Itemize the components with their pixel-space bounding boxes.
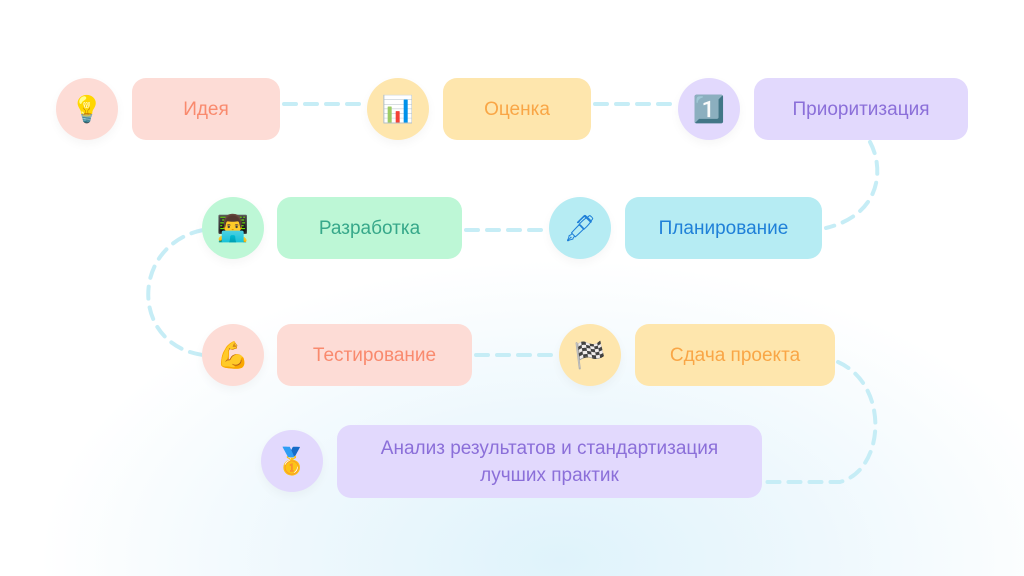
step-estimate: Оценка xyxy=(443,78,591,140)
flexed-biceps-icon: 💪 xyxy=(202,324,264,386)
connector xyxy=(146,228,205,357)
bar-chart-icon: 📊 xyxy=(367,78,429,140)
step-development: Разработка xyxy=(277,197,462,259)
step-delivery: Сдача проекта xyxy=(635,324,835,386)
step-testing: Тестирование xyxy=(277,324,472,386)
step-analysis: Анализ результатов и стандартизация лучш… xyxy=(337,425,762,498)
connector xyxy=(824,140,880,230)
checkered-flags-icon: 🏁 xyxy=(559,324,621,386)
lightbulb-icon: 💡 xyxy=(56,78,118,140)
developer-laptop-icon: 👨‍💻 xyxy=(202,197,264,259)
step-prioritization: Приоритизация xyxy=(754,78,968,140)
step-idea: Идея xyxy=(132,78,280,140)
number-one-icon: 1️⃣ xyxy=(678,78,740,140)
connector xyxy=(764,360,878,484)
step-planning: Планирование xyxy=(625,197,822,259)
medal-icon: 🥇 xyxy=(261,430,323,492)
fountain-pen-icon: 🖋 xyxy=(549,197,611,259)
